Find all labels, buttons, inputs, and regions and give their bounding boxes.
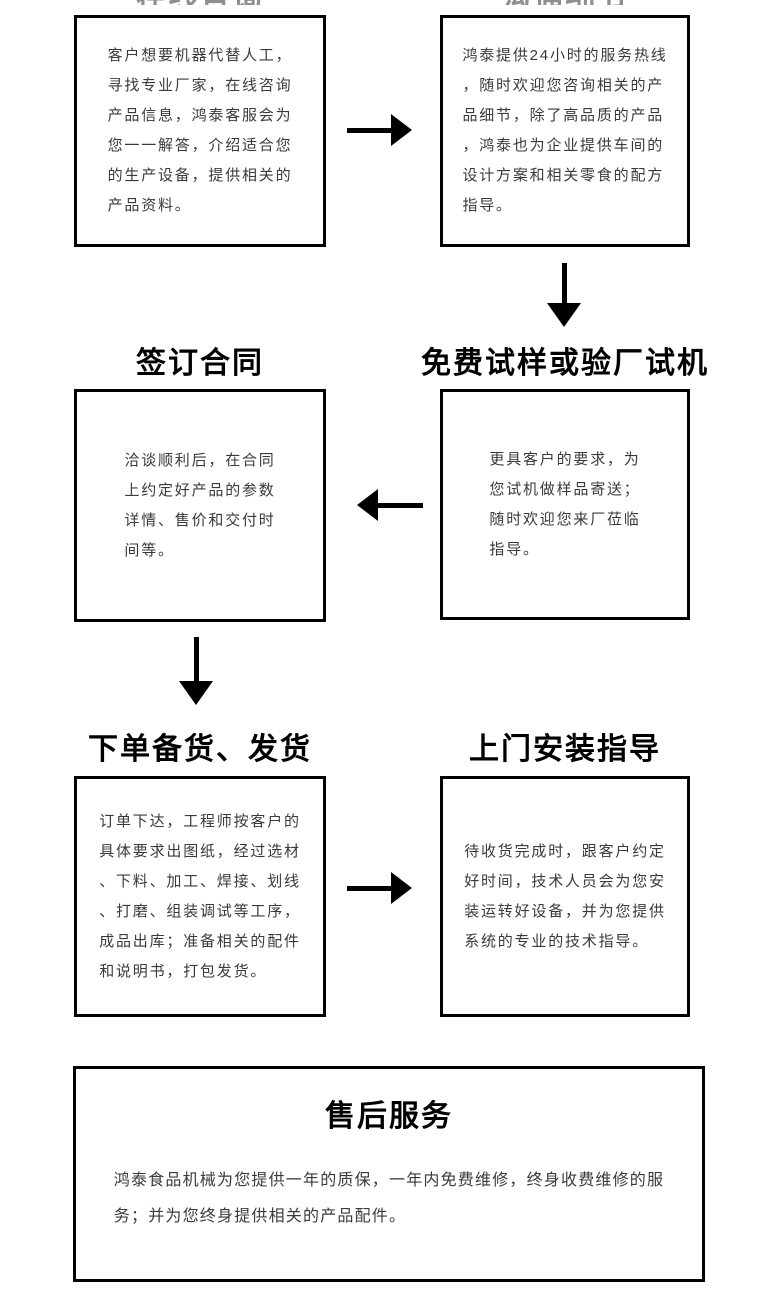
arrow-head <box>547 303 581 327</box>
step-body-trial: 更具客户的要求，为 您试机做样品寄送； 随时欢迎您来厂莅临 指导。 <box>489 450 641 558</box>
arrow-shaft <box>378 502 423 508</box>
arrow-left-icon <box>357 489 423 521</box>
after-sales-body: 鸿泰食品机械为您提供一年的质保，一年内免费维修，终身收费维修的服 务；并为您终身… <box>113 1172 665 1225</box>
arrow-shaft <box>347 885 391 891</box>
step-body-production: 订单下达，工程师按客户的 具体要求出图纸，经过选材 、下料、加工、焊接、划线 、… <box>99 812 301 980</box>
step-title-install: 上门安装指导 <box>469 733 661 766</box>
arrow-right-icon <box>347 114 412 146</box>
after-sales-title: 售后服务 <box>325 1100 453 1133</box>
step-title-trial: 免费试样或验厂试机 <box>421 347 709 380</box>
arrow-down-icon <box>546 263 582 327</box>
arrow-head <box>391 114 412 146</box>
cut-title-hotline-label: 沟通细节 <box>420 0 710 5</box>
step-body-hotline: 鸿泰提供24小时的服务热线 ，随时欢迎您咨询相关的产 品细节，除了高品质的产品 … <box>462 47 668 214</box>
arrow-head <box>391 872 412 904</box>
step-box-install: 待收货完成时，跟客户约定 好时间，技术人员会为您安 装运转好设备，并为您提供 系… <box>440 776 690 1017</box>
arrow-down-icon <box>178 637 214 705</box>
arrow-shaft <box>193 637 199 681</box>
after-sales-box: 售后服务 鸿泰食品机械为您提供一年的质保，一年内免费维修，终身收费维修的服 务；… <box>73 1066 705 1282</box>
step-title-contract: 签订合同 <box>136 347 264 380</box>
step-box-hotline: 鸿泰提供24小时的服务热线 ，随时欢迎您咨询相关的产 品细节，除了高品质的产品 … <box>440 15 690 247</box>
arrow-right-icon <box>347 872 412 904</box>
step-box-trial: 更具客户的要求，为 您试机做样品寄送； 随时欢迎您来厂莅临 指导。 <box>440 389 690 620</box>
cut-title-consult-label: 在线咨询 <box>74 0 326 5</box>
cut-title-hotline: 沟通细节 <box>420 0 710 5</box>
step-box-production: 订单下达，工程师按客户的 具体要求出图纸，经过选材 、下料、加工、焊接、划线 、… <box>74 776 326 1017</box>
arrow-head <box>357 489 378 521</box>
cut-title-consult: 在线咨询 <box>74 0 326 5</box>
step-body-consult: 客户想要机器代替人工， 寻找专业厂家，在线咨询 产品信息，鸿泰客服会为 您一一解… <box>107 47 293 214</box>
arrow-shaft <box>561 263 567 303</box>
step-body-contract: 洽谈顺利后，在合同 上约定好产品的参数 详情、售价和交付时 间等。 <box>124 451 276 559</box>
arrow-head <box>179 681 213 705</box>
step-body-install: 待收货完成时，跟客户约定 好时间，技术人员会为您安 装运转好设备，并为您提供 系… <box>464 842 666 950</box>
step-title-production: 下单备货、发货 <box>88 733 312 766</box>
step-box-consult: 客户想要机器代替人工， 寻找专业厂家，在线咨询 产品信息，鸿泰客服会为 您一一解… <box>74 15 326 247</box>
step-box-contract: 洽谈顺利后，在合同 上约定好产品的参数 详情、售价和交付时 间等。 <box>74 389 326 622</box>
arrow-shaft <box>347 127 391 133</box>
